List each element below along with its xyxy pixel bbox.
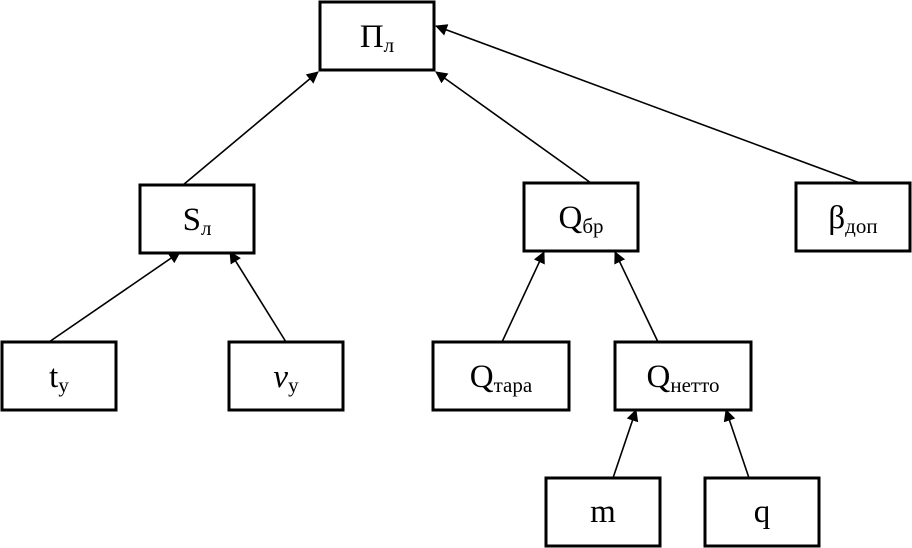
edge-qnetto-to-qbr bbox=[614, 251, 659, 343]
edge-m-to-qnetto bbox=[612, 409, 639, 479]
node-bdop: βдоп bbox=[794, 181, 912, 253]
node-vy: vу bbox=[227, 340, 345, 412]
node-sl-sub: л bbox=[201, 216, 211, 240]
svg-text:Πл: Πл bbox=[360, 19, 394, 57]
node-ty: tу bbox=[0, 340, 118, 412]
node-bdop-sub: доп bbox=[845, 214, 877, 238]
node-qtara: Qтара bbox=[431, 340, 571, 412]
node-bdop-main: β bbox=[828, 200, 845, 236]
node-qnetto: Qнетто bbox=[613, 340, 753, 412]
node-qbr-sub: бр bbox=[582, 214, 603, 238]
edge-q-to-qnetto bbox=[723, 409, 750, 479]
node-sl: Sл bbox=[138, 183, 256, 255]
svg-text:Qбр: Qбр bbox=[558, 200, 603, 238]
node-q: q bbox=[703, 476, 821, 548]
svg-text:Qтара: Qтара bbox=[470, 359, 533, 397]
node-qtara-main: Q bbox=[470, 359, 494, 395]
node-pl-main: Π bbox=[360, 19, 384, 55]
edge-vy-to-sl bbox=[229, 251, 287, 343]
svg-text:tу: tу bbox=[49, 359, 69, 397]
node-vy-sub: у bbox=[288, 373, 299, 397]
svg-text:Qнетто: Qнетто bbox=[647, 359, 720, 397]
node-qtara-sub: тара bbox=[494, 373, 533, 397]
svg-text:vу: vу bbox=[273, 359, 299, 397]
edge-ty-to-sl bbox=[48, 251, 181, 343]
node-qbr-main: Q bbox=[558, 200, 582, 236]
node-ty-main: t bbox=[49, 359, 58, 395]
edge-bdop-to-pl bbox=[435, 24, 861, 184]
svg-text:βдоп: βдоп bbox=[828, 200, 877, 238]
node-q-main: q bbox=[754, 494, 771, 530]
edge-qtara-to-qbr bbox=[501, 251, 545, 343]
edge-sl-to-pl bbox=[182, 71, 319, 186]
edge-qbr-to-pl bbox=[435, 71, 592, 184]
edges bbox=[48, 24, 861, 479]
node-ty-sub: у bbox=[58, 373, 69, 397]
svg-text:Sл: Sл bbox=[183, 202, 212, 240]
node-pl: Πл bbox=[318, 0, 436, 72]
node-m: m bbox=[544, 476, 662, 548]
node-vy-main: v bbox=[273, 359, 288, 395]
node-qnetto-sub: нетто bbox=[670, 373, 719, 397]
node-qbr: Qбр bbox=[522, 181, 640, 253]
node-pl-sub: л bbox=[384, 33, 394, 57]
node-m-main: m bbox=[590, 494, 616, 530]
node-sl-main: S bbox=[183, 202, 201, 238]
node-qnetto-main: Q bbox=[647, 359, 671, 395]
